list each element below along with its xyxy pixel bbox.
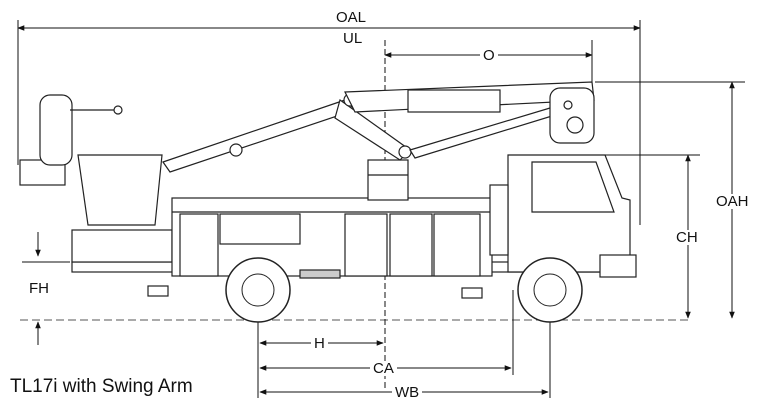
rear-wheel xyxy=(225,257,291,323)
h-label: H xyxy=(311,336,328,351)
o-label: O xyxy=(480,48,498,63)
ca-label: CA xyxy=(370,361,397,376)
truck-drawing xyxy=(19,81,637,299)
oah-label: OAH xyxy=(713,194,752,209)
oal-label: OAL xyxy=(333,10,370,25)
wb-label: WB xyxy=(392,385,423,400)
ch-label: CH xyxy=(673,230,701,245)
oal-dimension xyxy=(17,20,641,225)
ul-label: UL xyxy=(340,31,366,46)
fh-label: FH xyxy=(26,281,52,296)
diagram-caption: TL17i with Swing Arm xyxy=(10,376,193,397)
front-wheel xyxy=(517,257,583,323)
bottom-dimensions xyxy=(257,290,551,398)
fh-dimension xyxy=(22,232,70,345)
